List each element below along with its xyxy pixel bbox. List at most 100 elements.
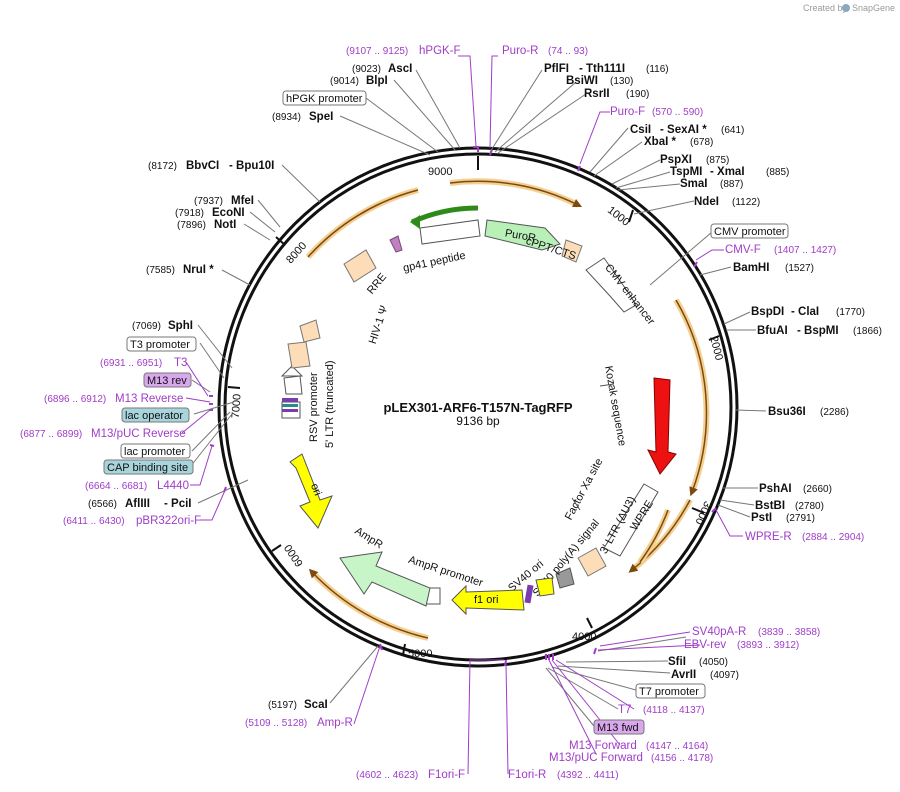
- site-pos: (6566): [88, 499, 117, 510]
- primer-name: L4440: [157, 480, 189, 492]
- m13-rev-label: M13 rev: [147, 375, 187, 387]
- site-name: SfiI: [668, 656, 686, 668]
- site-pos: (9023): [352, 64, 381, 75]
- credit-prefix: Created by: [803, 3, 848, 13]
- rre-label: RRE: [365, 271, 389, 297]
- ori-arrow: [289, 453, 333, 529]
- tagrfp-label: TagRFP-T: [678, 383, 699, 435]
- orf-arcs: [305, 178, 710, 641]
- t7-promoter-box: [635, 683, 706, 699]
- site-name: BbvCI: [186, 160, 219, 172]
- site-pos: (7937): [194, 196, 223, 207]
- site-pos: (678): [690, 137, 713, 148]
- site-name: NdeI: [694, 196, 719, 208]
- kozak-marker: [599, 383, 615, 387]
- primer-pos: (2884 .. 2904): [802, 532, 864, 543]
- site-pos: (887): [720, 179, 743, 190]
- site-name: NotI: [214, 219, 236, 231]
- ampr-arrow: [339, 551, 431, 607]
- lac-operator-label: lac operator: [125, 410, 183, 422]
- primer-leaders: [181, 55, 743, 775]
- rre-marker: [389, 235, 403, 253]
- puror-label: PuroR: [504, 227, 537, 244]
- kozak-label: Kozak sequence: [602, 365, 628, 447]
- m13-fwd-label: M13 fwd: [597, 722, 639, 734]
- lac-operator-box: [121, 407, 190, 423]
- site-name2: - SexAI *: [660, 124, 707, 136]
- site-name: BlpI: [366, 75, 388, 87]
- primer-name: CMV-F: [725, 244, 761, 256]
- leader-lines: [189, 69, 767, 727]
- rsv-promoter-arrow: [283, 375, 303, 395]
- primer-pos: (74 .. 93): [548, 46, 588, 57]
- tick-label: 7000: [230, 393, 244, 418]
- tick-label: 9000: [428, 166, 452, 178]
- m13-rev-box: [143, 372, 192, 388]
- primer-name: F1ori-F: [428, 769, 465, 781]
- site-pos: (7585): [146, 265, 175, 276]
- site-name2: - Tth111I: [579, 63, 625, 75]
- tick-label: 2000: [707, 335, 725, 362]
- primer-pos: (570 .. 590): [652, 107, 703, 118]
- site-pos: (885): [766, 167, 789, 178]
- primer-pos: (6896 .. 6912): [44, 394, 106, 405]
- ltr5-box: [287, 341, 311, 369]
- primer-pos: (3893 .. 3912): [737, 640, 799, 651]
- gp41-arrow: [410, 205, 479, 225]
- site-name: PshAI: [759, 483, 792, 495]
- m13-fwd-box: [593, 719, 645, 735]
- site-name: PstI: [751, 512, 772, 524]
- primer-name: T3: [174, 357, 187, 369]
- primer-name: Puro-R: [502, 45, 538, 57]
- rre-box: [343, 249, 377, 283]
- plasmid-length: 9136 bp: [456, 414, 500, 428]
- rsv-arrowhead: [280, 365, 304, 377]
- site-pos: (1527): [785, 263, 814, 274]
- lac-promoter-box: [120, 443, 191, 459]
- site-pos: (2286): [820, 407, 849, 418]
- cppt-box: [561, 239, 583, 263]
- primer-pos: (5109 .. 5128): [245, 718, 307, 729]
- primer-name: pBR322ori-F: [136, 515, 201, 527]
- tagrfp-arrow: [647, 377, 677, 475]
- ampr-label: AmpR: [353, 525, 385, 551]
- site-pos: (116): [646, 64, 669, 75]
- gp41-label: gp41 peptide: [402, 250, 467, 275]
- lac-promoter-label: lac promoter: [124, 446, 185, 458]
- site-name: BspDI: [751, 306, 784, 318]
- primer-pos: (9107 .. 9125): [346, 46, 408, 57]
- tick-label: 5000: [408, 648, 432, 660]
- site-pos: (2660): [803, 484, 832, 495]
- site-name: SpeI: [309, 111, 333, 123]
- hiv-psi-label: HIV-1 Ψ: [367, 304, 391, 346]
- t3-promoter-box: [126, 336, 197, 352]
- primer-name: T7: [618, 704, 631, 716]
- site-pos: (2791): [786, 513, 815, 524]
- tick-label: 8000: [284, 240, 309, 266]
- site-name: XbaI *: [644, 136, 676, 148]
- plasmid-name: pLEX301-ARF6-T157N-TagRFP: [383, 400, 572, 415]
- site-pos: (130): [610, 76, 633, 87]
- hpgk-promoter-box: [282, 90, 367, 106]
- primer-name: hPGK-F: [419, 45, 461, 57]
- factor-xa-marker: [571, 497, 581, 511]
- primer-pos: (6411 .. 6430): [63, 516, 125, 527]
- site-pos: (2780): [795, 501, 824, 512]
- primer-name: M13/pUC Reverse: [91, 428, 186, 440]
- gp41-peptide-box: [419, 219, 481, 245]
- site-pos: (190): [626, 89, 649, 100]
- primer-pos: (6877 .. 6899): [20, 429, 82, 440]
- primer-name: Puro-F: [610, 106, 645, 118]
- primer-pos: (4602 .. 4623): [356, 770, 418, 781]
- site-name: AflIII: [125, 498, 150, 510]
- cap-binding-box: [103, 459, 194, 475]
- ltr5-label: 5' LTR (truncated): [324, 361, 336, 448]
- site-pos: (4097): [710, 670, 739, 681]
- hiv-psi-box: [299, 319, 321, 343]
- sv40-polya-box: [555, 567, 575, 589]
- site-pos: (9014): [330, 76, 359, 87]
- site-pos: (641): [721, 125, 744, 136]
- snapgene-logo-icon: [842, 4, 850, 12]
- site-name: BfuAI: [757, 325, 788, 337]
